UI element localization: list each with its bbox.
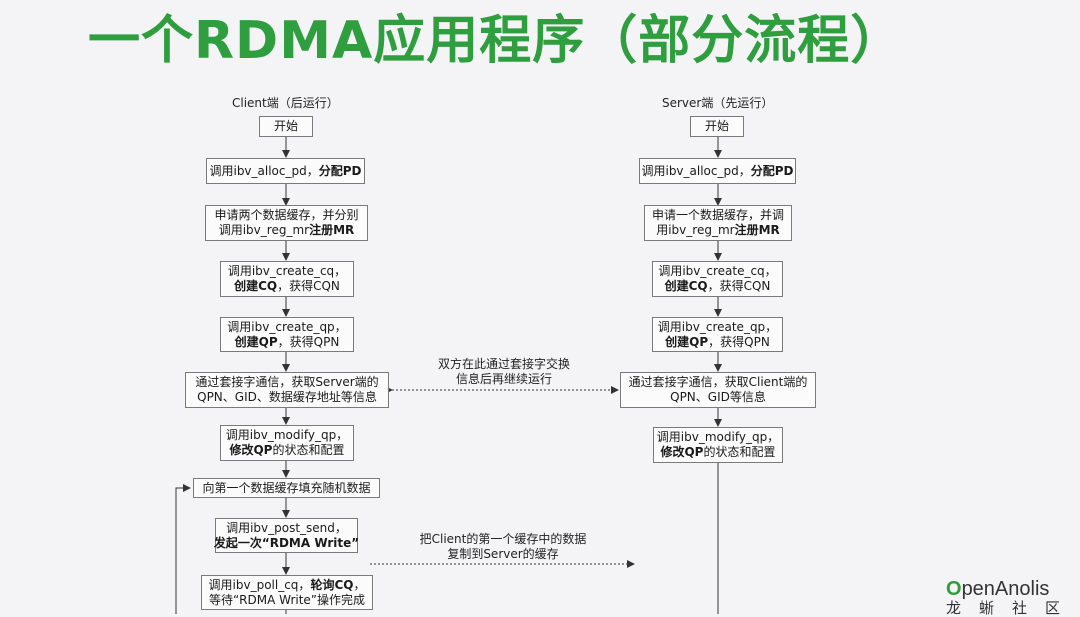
server-create-qp-line1: 调用ibv_create_qp， [657, 319, 778, 334]
client-poll-cq: 调用ibv_poll_cq，轮询CQ， 等待“RDMA Write”操作完成 [201, 575, 373, 610]
client-poll-cq-text: 调用ibv_poll_cq， [208, 577, 311, 592]
client-create-qp-bold: 创建QP [234, 334, 278, 349]
server-reg-mr-line2: 用ibv_reg_mr [656, 223, 735, 237]
server-column-label: Server端（先运行） [662, 96, 774, 110]
client-start-label: 开始 [273, 119, 298, 133]
write-note-line1: 把Client的第一个缓存中的数据 [419, 532, 587, 546]
client-create-cq-line2: ，获得CQN [277, 279, 340, 293]
server-modify-qp-line1: 调用ibv_modify_qp， [656, 430, 780, 444]
client-post-send-line1: 调用ibv_post_send， [226, 520, 347, 535]
client-socket-line2: QPN、GID、数据缓存地址等信息 [197, 390, 377, 404]
server-modify-qp-line2: 的状态和配置 [703, 445, 776, 459]
server-start: 开始 [690, 116, 744, 137]
server-reg-mr: 申请一个数据缓存，并调 用ibv_reg_mr注册MR [644, 205, 792, 241]
server-modify-qp: 调用ibv_modify_qp， 修改QP的状态和配置 [653, 427, 783, 463]
server-create-cq-line2: ，获得CQN [707, 279, 771, 293]
client-reg-mr-line1: 申请两个数据缓存，并分别 [214, 208, 359, 222]
server-create-cq: 调用ibv_create_cq， 创建CQ，获得CQN [652, 261, 783, 297]
client-create-cq-bold: 创建CQ [234, 279, 278, 293]
client-reg-mr-line2: 调用ibv_reg_mr [218, 223, 310, 237]
client-post-send: 调用ibv_post_send， 发起一次“RDMA Write” [213, 518, 360, 553]
server-alloc-pd: 调用ibv_alloc_pd，分配PD [639, 158, 796, 184]
client-create-cq-line1: 调用ibv_create_cq， [227, 264, 347, 278]
client-fill-buffer: 向第一个数据缓存填充随机数据 [193, 478, 380, 498]
server-alloc-pd-text: 调用ibv_alloc_pd， [641, 163, 751, 178]
server-create-qp-bold: 创建QP [665, 334, 709, 349]
server-modify-qp-bold: 修改QP [660, 445, 704, 459]
client-post-send-bold: 发起一次“RDMA Write” [213, 535, 360, 550]
client-start: 开始 [259, 116, 313, 137]
server-create-cq-bold: 创建CQ [664, 279, 708, 293]
client-create-qp-line2: ，获得QPN [277, 334, 340, 349]
client-reg-mr-bold: 注册MR [309, 223, 355, 237]
client-create-qp: 调用ibv_create_qp， 创建QP，获得QPN [220, 317, 354, 352]
client-reg-mr: 申请两个数据缓存，并分别 调用ibv_reg_mr注册MR [205, 205, 368, 241]
server-socket-exchange: 通过套接字通信，获取Client端的 QPN、GID等信息 [620, 372, 816, 408]
client-poll-cq-bold: 轮询CQ [310, 577, 354, 592]
exchange-arrows [370, 386, 635, 568]
client-modify-qp: 调用ibv_modify_qp， 修改QP的状态和配置 [220, 425, 354, 461]
write-note: 把Client的第一个缓存中的数据 复制到Server的缓存 [414, 532, 592, 562]
client-fill-buffer-label: 向第一个数据缓存填充随机数据 [202, 480, 371, 495]
slide-title: 一个RDMA应用程序（部分流程） [88, 11, 904, 71]
exchange-note-line2: 信息后再继续运行 [455, 372, 552, 386]
exchange-note-line1: 双方在此通过套接字交换 [437, 357, 570, 371]
client-socket-exchange: 通过套接字通信，获取Server端的 QPN、GID、数据缓存地址等信息 [185, 372, 389, 408]
client-flow-arrows [175, 137, 290, 614]
client-modify-qp-line2: 的状态和配置 [272, 443, 345, 457]
client-column-label: Client端（后运行） [232, 96, 339, 110]
logo-subtitle: 龙蜥社区 [946, 599, 1079, 617]
client-poll-cq-comma: ， [353, 577, 366, 592]
client-modify-qp-line1: 调用ibv_modify_qp， [225, 428, 349, 442]
server-reg-mr-line1: 申请一个数据缓存，并调 [651, 208, 784, 222]
server-socket-line2: QPN、GID等信息 [670, 390, 766, 404]
server-create-qp-line2: ，获得QPN [708, 334, 770, 349]
client-poll-cq-line2: 等待“RDMA Write”操作完成 [208, 592, 366, 607]
logo-o-icon: O [946, 578, 962, 600]
server-alloc-pd-bold: 分配PD [750, 163, 794, 178]
client-alloc-pd: 调用ibv_alloc_pd，分配PD [206, 158, 365, 184]
client-create-qp-line1: 调用ibv_create_qp， [227, 319, 347, 334]
server-socket-line1: 通过套接字通信，获取Client端的 [628, 375, 808, 389]
client-alloc-pd-text: 调用ibv_alloc_pd， [209, 163, 319, 178]
client-modify-qp-bold: 修改QP [229, 443, 273, 457]
logo-brand: penAnolis [961, 578, 1050, 600]
client-socket-line1: 通过套接字通信，获取Server端的 [195, 375, 379, 389]
server-reg-mr-bold: 注册MR [734, 223, 780, 237]
exchange-note: 双方在此通过套接字交换 信息后再继续运行 [430, 357, 578, 387]
server-create-qp: 调用ibv_create_qp， 创建QP，获得QPN [652, 317, 783, 352]
write-note-line2: 复制到Server的缓存 [447, 547, 559, 561]
client-alloc-pd-bold: 分配PD [318, 163, 362, 178]
openanolis-logo: OpenAnolis 龙蜥社区 [946, 578, 1079, 617]
server-create-cq-line1: 调用ibv_create_cq， [658, 264, 777, 278]
client-create-cq: 调用ibv_create_cq， 创建CQ，获得CQN [220, 261, 354, 297]
server-start-label: 开始 [704, 119, 729, 133]
